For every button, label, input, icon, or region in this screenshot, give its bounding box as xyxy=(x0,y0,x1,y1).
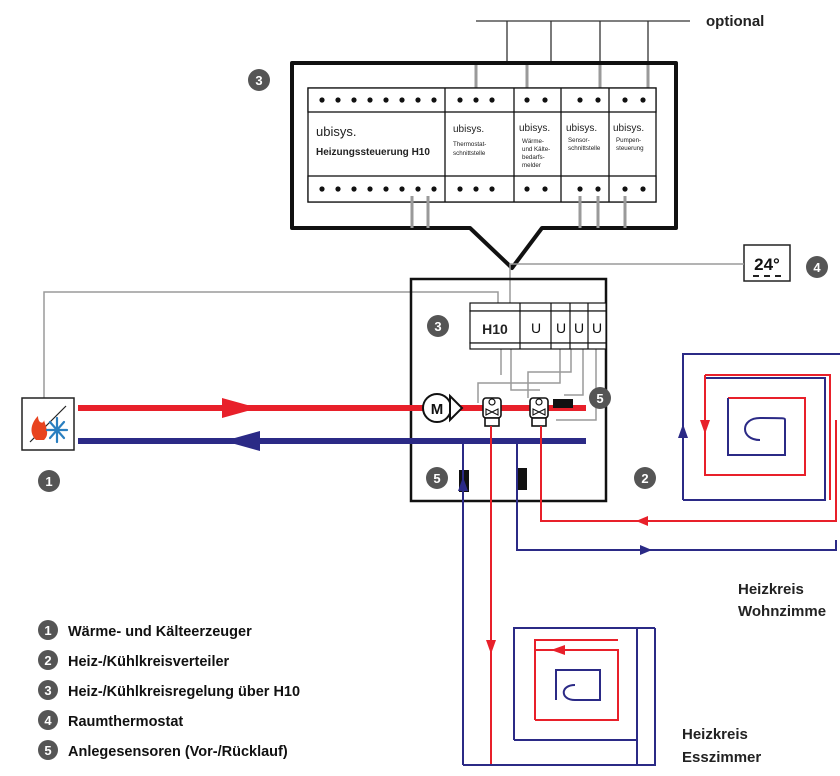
room-thermostat: 24° xyxy=(743,244,791,282)
controller-u4-label: U xyxy=(592,320,602,336)
svg-text:Anlegesensoren (Vor-/Rücklauf): Anlegesensoren (Vor-/Rücklauf) xyxy=(68,744,288,760)
controller-h10-label: H10 xyxy=(482,321,508,337)
svg-text:2: 2 xyxy=(641,471,648,486)
svg-text:1: 1 xyxy=(44,623,51,638)
module-h10-name: Heizungssteuerung H10 xyxy=(316,147,430,158)
svg-text:Raumthermostat: Raumthermostat xyxy=(68,714,183,730)
badge-1: 1 xyxy=(38,470,60,492)
module-demand-brand: ubisys. xyxy=(519,123,550,134)
module-rail xyxy=(307,87,657,203)
svg-text:5: 5 xyxy=(433,471,440,486)
badge-2: 2 xyxy=(634,467,656,489)
module-sensor-brand: ubisys. xyxy=(566,123,597,134)
module-h10-brand: ubisys. xyxy=(316,124,356,139)
svg-text:1: 1 xyxy=(45,474,52,489)
pump-motor-icon: M xyxy=(422,393,464,423)
controller-u3-label: U xyxy=(574,320,584,336)
svg-text:5: 5 xyxy=(44,743,51,758)
flame-snowflake-icon xyxy=(21,397,75,451)
legend-item: 1 Wärme- und Kälteerzeuger xyxy=(38,620,252,640)
thermostat-display: 24° xyxy=(754,255,780,274)
bubble-wires-bottom xyxy=(410,196,627,228)
valve-actuator-icon xyxy=(529,397,549,427)
module-demand-name-2: und Kälte- xyxy=(522,146,550,153)
circuit-dining-room xyxy=(458,426,656,766)
legend-item: 4 Raumthermostat xyxy=(38,710,183,730)
circuit-living-label-2: Wohnzimme xyxy=(738,603,826,620)
optional-label: optional xyxy=(706,13,764,30)
svg-text:3: 3 xyxy=(255,73,262,88)
controller-u1-label: U xyxy=(531,320,541,336)
circuit-living-room xyxy=(516,353,840,555)
valve-actuator-icon xyxy=(482,397,502,427)
svg-text:3: 3 xyxy=(434,319,441,334)
controller-u2-label: U xyxy=(556,320,566,336)
module-pump-name-2: steuerung xyxy=(616,145,644,152)
badge-5-left: 5 xyxy=(426,467,448,489)
badge-4: 4 xyxy=(806,256,828,278)
legend-item: 2 Heiz-/Kühlkreisverteiler xyxy=(38,650,230,670)
svg-text:4: 4 xyxy=(813,260,821,275)
contact-sensor-icon xyxy=(517,468,527,490)
badge-5-right: 5 xyxy=(589,387,611,409)
svg-text:3: 3 xyxy=(44,683,51,698)
circuit-living-label-1: Heizkreis xyxy=(738,581,804,598)
supply-arrow xyxy=(222,398,258,418)
module-sensor-name-2: schnittstelle xyxy=(568,145,601,152)
controller-strip xyxy=(469,302,607,350)
svg-text:Heiz-/Kühlkreisregelung über H: Heiz-/Kühlkreisregelung über H10 xyxy=(68,684,300,700)
module-pump-name-1: Pumpen- xyxy=(616,137,641,144)
svg-text:2: 2 xyxy=(44,653,51,668)
module-demand-name-4: melder xyxy=(522,162,541,169)
module-thermostat-name-1: Thermostat- xyxy=(453,141,486,148)
control-wires xyxy=(43,263,744,421)
motor-label: M xyxy=(431,401,444,418)
module-sensor-name-1: Sensor- xyxy=(568,137,590,144)
module-thermostat-name-2: schnittstelle xyxy=(453,150,486,157)
module-thermostat-brand: ubisys. xyxy=(453,124,484,135)
legend-item: 3 Heiz-/Kühlkreisregelung über H10 xyxy=(38,680,300,700)
legend-item: 5 Anlegesensoren (Vor-/Rücklauf) xyxy=(38,740,288,760)
module-demand-name-1: Wärme- xyxy=(522,138,544,145)
module-demand-name-3: bedarfs- xyxy=(522,154,545,161)
svg-text:Wärme- und Kälteerzeuger: Wärme- und Kälteerzeuger xyxy=(68,624,252,640)
badge-3-top: 3 xyxy=(248,69,270,91)
contact-sensor-icon xyxy=(553,399,573,408)
svg-text:Heiz-/Kühlkreisverteiler: Heiz-/Kühlkreisverteiler xyxy=(68,654,230,670)
svg-text:5: 5 xyxy=(596,391,603,406)
circuit-dining-label-2: Esszimmer xyxy=(682,749,761,766)
badge-3-mid: 3 xyxy=(427,315,449,337)
circuit-dining-label-1: Heizkreis xyxy=(682,726,748,743)
return-arrow xyxy=(224,431,260,451)
module-pump-brand: ubisys. xyxy=(613,123,644,134)
legend: 1 Wärme- und Kälteerzeuger 2 Heiz-/Kühlk… xyxy=(38,620,300,760)
svg-text:4: 4 xyxy=(44,713,52,728)
